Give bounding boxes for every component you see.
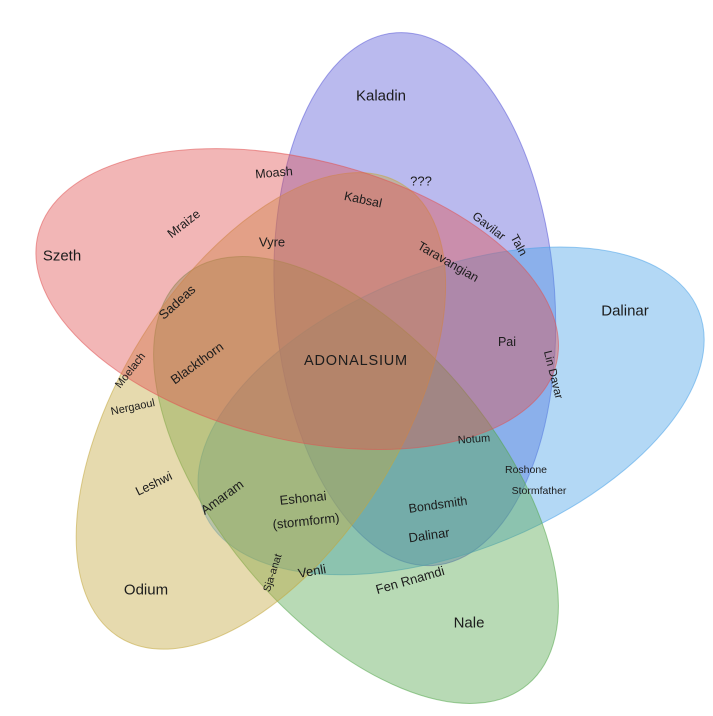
szeth-ellipse xyxy=(35,148,559,451)
odium-ellipse xyxy=(75,172,447,650)
region-label-vyre: Vyre xyxy=(258,234,286,250)
set-label-szeth: Szeth xyxy=(42,247,82,265)
dalinar-ellipse xyxy=(197,246,705,576)
region-label-moash: Moash xyxy=(254,164,294,182)
set-label-dalinar: Dalinar xyxy=(601,302,649,320)
nale-ellipse xyxy=(153,256,559,704)
region-label-roshone: Roshone xyxy=(504,463,548,476)
region-label-stormfather: Stormfather xyxy=(511,484,567,497)
set-label-odium: Odium xyxy=(123,581,169,599)
set-label-nale: Nale xyxy=(453,614,485,632)
center-label-adonalsium: ADONALSIUM xyxy=(304,352,408,369)
region-label-notum: Notum xyxy=(457,432,491,447)
set-label-kaladin: Kaladin xyxy=(355,87,407,105)
region-label-mystery: ??? xyxy=(410,173,432,189)
region-label-pai: Pai xyxy=(497,334,517,349)
